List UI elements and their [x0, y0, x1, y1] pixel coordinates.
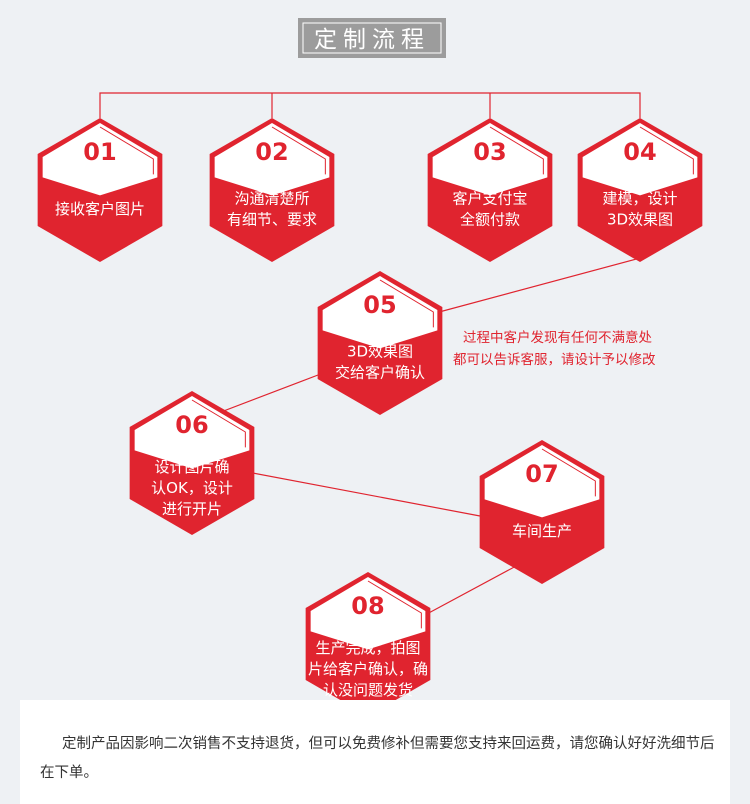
- cap-accent: [639, 126, 694, 175]
- cap-accent: [379, 279, 434, 328]
- step-number: 05: [363, 291, 396, 319]
- cap-accent: [191, 399, 246, 448]
- top-bracket-line: [99, 92, 641, 118]
- step-label-line: 有细节、要求: [227, 211, 317, 229]
- number-cap: [582, 123, 698, 196]
- number-cap: [310, 577, 426, 650]
- page-title: 定制流程: [314, 27, 430, 53]
- step-label-line: 生产完成，拍图: [315, 639, 420, 657]
- step-label-line: 片给客户确认，确: [308, 660, 428, 678]
- number-cap: [42, 123, 158, 196]
- cap-accent: [367, 580, 422, 629]
- number-cap: [214, 123, 330, 196]
- step-label-line: 认OK，设计: [151, 479, 233, 497]
- step-01-hexagon: 01 接收客户图片: [37, 118, 163, 262]
- step-label-line: 接收客户图片: [55, 200, 145, 218]
- step-04-hexagon: 04 建模，设计 3D效果图: [577, 118, 703, 262]
- step-number: 02: [255, 138, 288, 166]
- side-note-line-1: 过程中客户发现有任何不满意处: [463, 329, 652, 346]
- step-label-line: 建模，设计: [602, 190, 677, 208]
- step-number: 08: [351, 592, 384, 620]
- footer-text: 定制产品因影响二次销售不支持退货，但可以免费修补但需要您支持来回运费，请您确认好…: [40, 736, 715, 781]
- cap-accent: [541, 448, 596, 497]
- number-cap: [484, 445, 600, 518]
- step-number: 03: [473, 138, 506, 166]
- side-note-line-2: 都可以告诉客服，请设计予以修改: [453, 351, 656, 368]
- step-number: 04: [623, 138, 656, 166]
- step-label-line: 客户支付宝: [452, 190, 527, 208]
- step-07-hexagon: 07 车间生产: [479, 440, 605, 584]
- step-number: 01: [83, 138, 116, 166]
- connector-04-05: [427, 257, 641, 316]
- title-banner: 定制流程: [298, 18, 446, 58]
- step-label-line: 全额付款: [460, 211, 520, 229]
- step-label-line: 进行开片: [162, 500, 222, 518]
- step-label-line: 3D效果图: [607, 211, 673, 229]
- step-label-line: 沟通清楚所: [234, 190, 309, 208]
- step-label-line: 3D效果图: [347, 343, 413, 361]
- side-note: 过程中客户发现有任何不满意处 都可以告诉客服，请设计予以修改: [453, 329, 656, 368]
- step-label-line: 设计图片确: [154, 458, 229, 476]
- footer-note: 定制产品因影响二次销售不支持退货，但可以免费修补但需要您支持来回运费，请您确认好…: [20, 700, 730, 804]
- step-number: 06: [175, 411, 208, 439]
- cap-accent: [489, 126, 544, 175]
- number-cap: [432, 123, 548, 196]
- number-cap: [134, 396, 250, 469]
- step-label-line: 认没问题发货: [323, 681, 413, 699]
- number-cap: [322, 276, 438, 349]
- connector-07-08: [424, 564, 519, 616]
- cap-accent: [99, 126, 154, 175]
- step-number: 07: [525, 460, 558, 488]
- step-label-line: 车间生产: [512, 522, 572, 540]
- cap-accent: [271, 126, 326, 175]
- step-label-line: 交给客户确认: [335, 364, 425, 382]
